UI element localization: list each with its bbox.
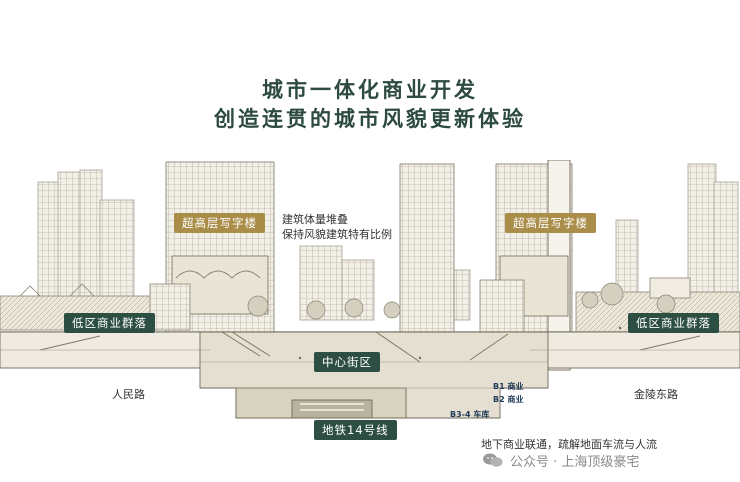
trees [247, 282, 676, 320]
tower-right [495, 160, 573, 371]
caption: 地下商业联通，疏解地面车流与人流 [481, 438, 657, 451]
escalators [39, 331, 701, 363]
tag-metro: 地铁14号线 [314, 420, 397, 440]
background-buildings-left [37, 169, 135, 323]
watermark-text: 公众号 · 上海顶级豪宅 [510, 454, 640, 470]
tag-lowrise-right: 低区商业群落 [628, 313, 719, 333]
road-right-label: 金陵东路 [634, 388, 678, 401]
tag-tower-left: 超高层写字楼 [174, 213, 265, 233]
wechat-icon [483, 453, 503, 467]
level-b2-label: B2 商业 [493, 395, 524, 404]
tag-lowrise-left: 低区商业群落 [64, 313, 155, 333]
urban-section-illustration [0, 160, 740, 440]
tag-tower-right: 超高层写字楼 [505, 213, 596, 233]
title-line-2: 创造连贯的城市风貌更新体验 [214, 107, 526, 131]
note-line-2: 保持风貌建筑特有比例 [282, 228, 392, 241]
note-line-1: 建筑体量堆叠 [282, 213, 348, 226]
watermark: 公众号 · 上海顶级豪宅 [482, 449, 639, 471]
tower-center [399, 163, 455, 333]
level-b1-label: B1 商业 [493, 382, 524, 391]
tag-center-street: 中心街区 [314, 352, 380, 372]
level-b34-label: B3-4 车库 [450, 410, 490, 419]
underground-levels [0, 331, 740, 419]
road-left-label: 人民路 [112, 388, 145, 401]
title-line-1: 城市一体化商业开发 [262, 78, 478, 102]
